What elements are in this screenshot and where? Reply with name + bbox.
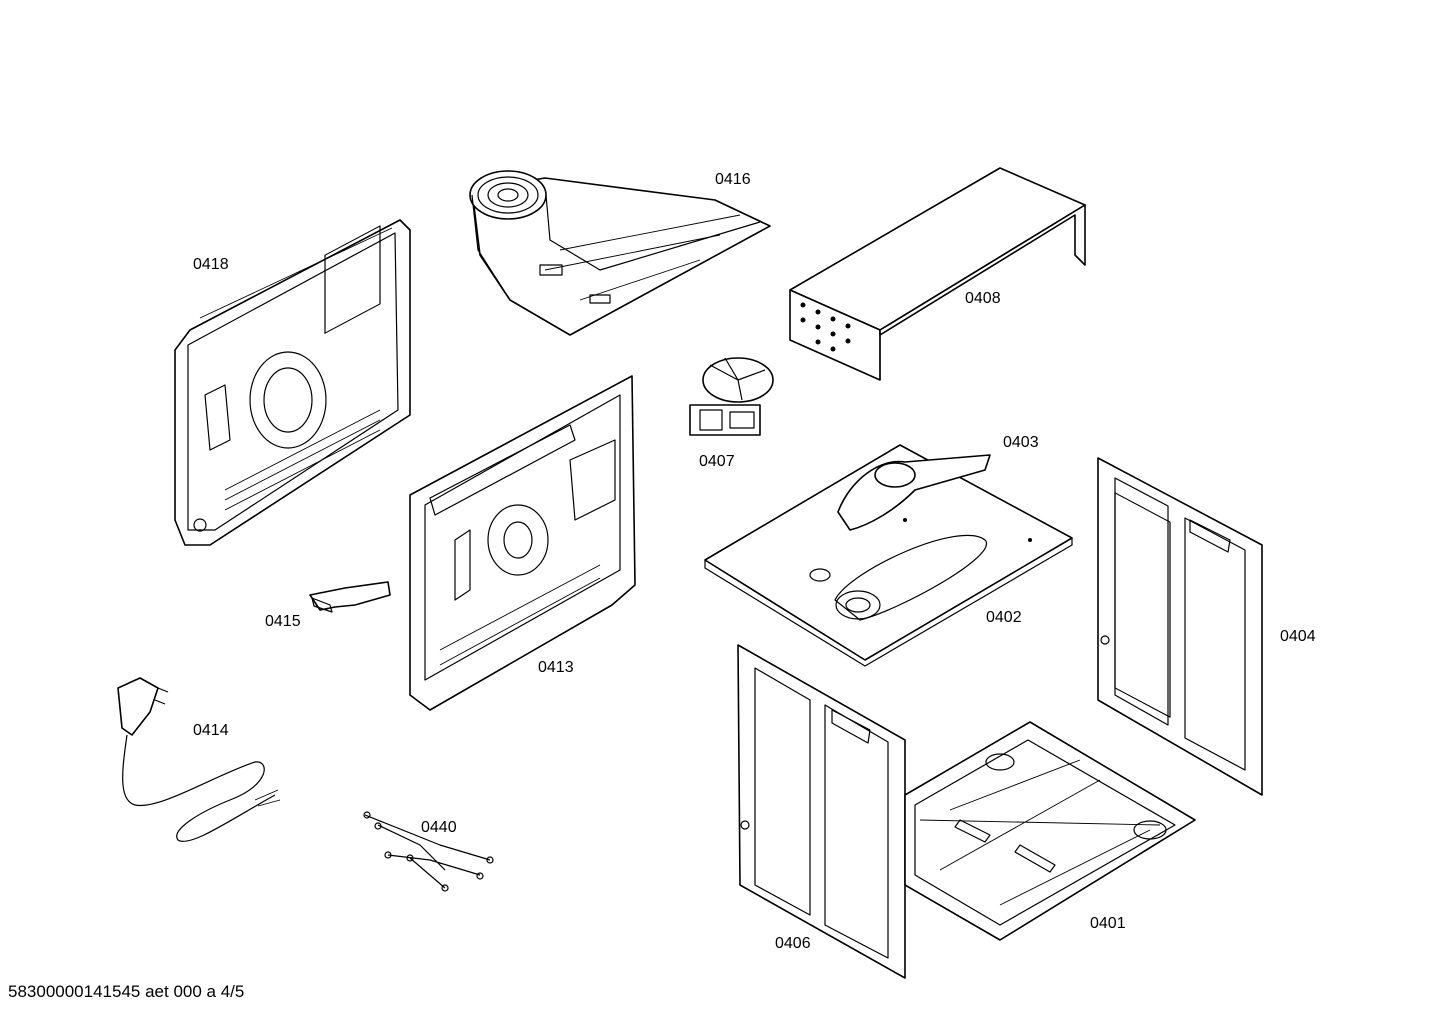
drawing-reference-footer: 58300000141545 aet 000 a 4/5 (8, 982, 245, 1001)
part-0418-rear-panel (174, 219, 411, 546)
part-0402-base-plate (704, 444, 1073, 667)
label-0408: 0408 (965, 290, 1001, 307)
label-0401: 0401 (1090, 915, 1126, 932)
label-0413: 0413 (538, 659, 574, 676)
label-0407: 0407 (699, 453, 735, 470)
part-0415-bracket (309, 581, 391, 613)
part-0414-power-cord (117, 677, 281, 842)
part-0440-wiring-harness (363, 811, 494, 892)
part-0413-back-wall (409, 375, 636, 711)
label-0414: 0414 (193, 722, 229, 739)
label-0415: 0415 (265, 613, 301, 630)
part-0407-fan-motor (689, 357, 774, 436)
label-0418: 0418 (193, 256, 229, 273)
part-0404-side-panel (1097, 457, 1263, 796)
label-0402: 0402 (986, 609, 1022, 626)
part-0403-cover-strip (837, 454, 991, 531)
label-0440: 0440 (421, 819, 457, 836)
label-0416: 0416 (715, 171, 751, 188)
part-0408-top-cover (789, 167, 1086, 381)
part-0401-bottom-frame (904, 721, 1196, 941)
part-0416-fan-duct (469, 170, 771, 336)
label-0403: 0403 (1003, 434, 1039, 451)
part-0406-side-panel (737, 644, 906, 979)
label-0406: 0406 (775, 935, 811, 952)
label-0404: 0404 (1280, 628, 1316, 645)
